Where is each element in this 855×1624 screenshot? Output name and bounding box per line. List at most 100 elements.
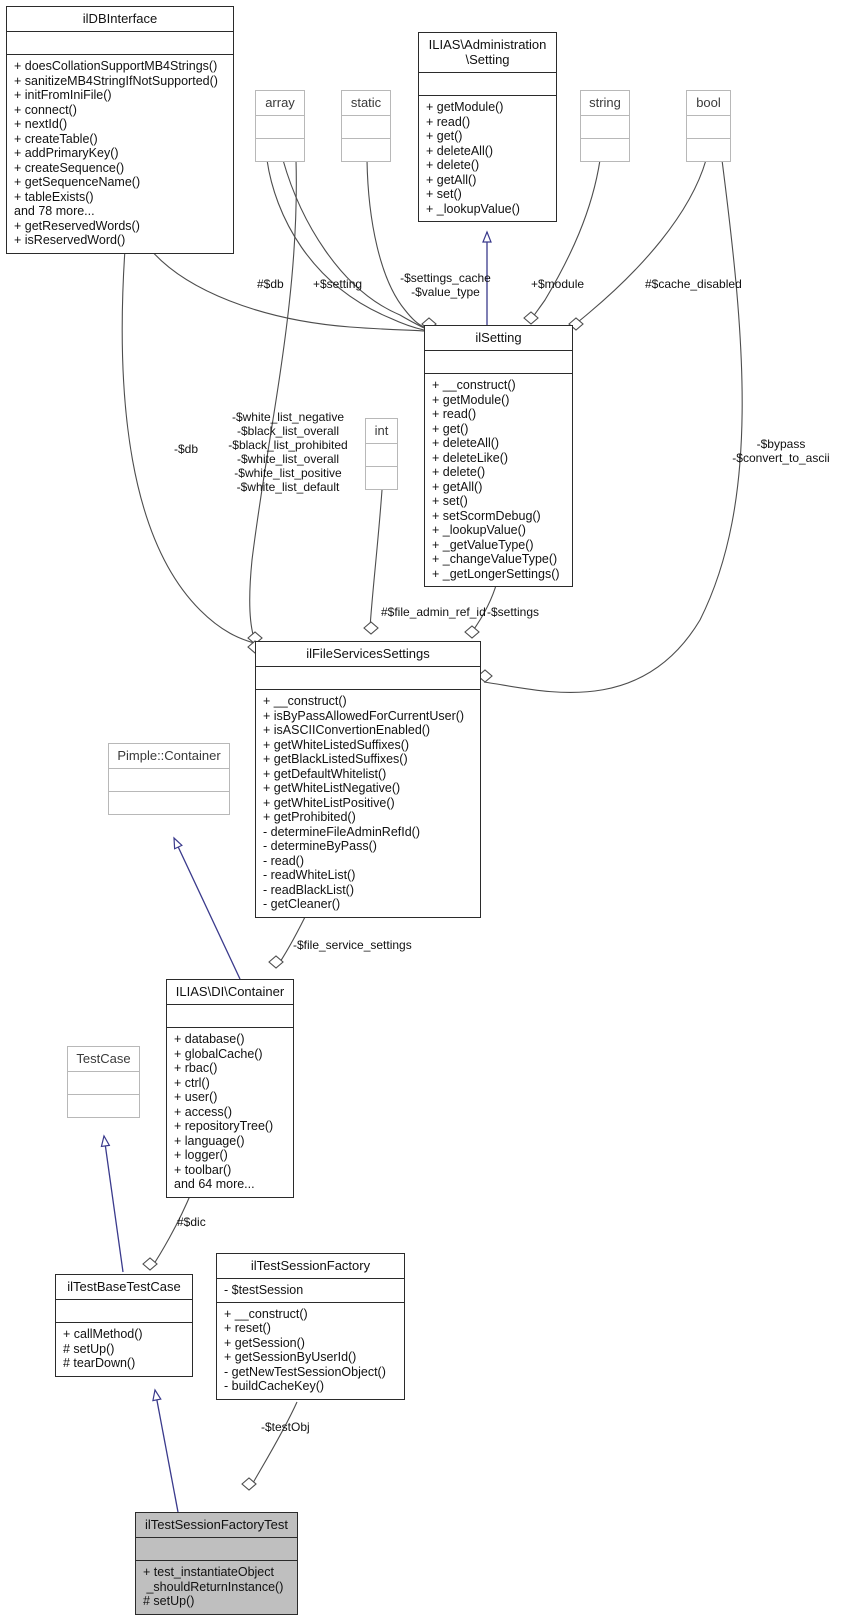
class-operations [342,139,390,161]
edge-dicontainer-basetestcase [149,1190,193,1271]
class-iltestbasetestcase[interactable]: ilTestBaseTestCase + callMethod() # setU… [55,1274,193,1377]
class-pimple-container[interactable]: Pimple::Container [108,743,230,815]
class-ilfileservicessettings[interactable]: ilFileServicesSettings + __construct() +… [255,641,481,918]
edge-iltestbasetestcase-extends-testcase [100,1134,124,1273]
diamond-ilsetting-module [523,311,539,325]
class-attributes [366,444,397,467]
op-row: + user() [174,1090,218,1104]
class-operations: + __construct() + getModule() + read() +… [425,374,572,586]
op-row: + rbac() [174,1061,218,1075]
edge-label-bypass-convert: -$bypass -$convert_to_ascii [732,437,830,465]
op-row: and 64 more... [174,1177,255,1191]
op-row: + delete() [426,158,480,172]
op-row: and 78 more... [14,204,95,218]
class-operations: + __construct() + reset() + getSession()… [217,1303,404,1399]
edge-label-test-obj: -$testObj [261,1420,310,1434]
diamond-basetestcase-dic [142,1257,158,1271]
edge-static-ilsetting [366,159,425,328]
op-row: # tearDown() [63,1356,136,1370]
op-row: + getSessionByUserId() [224,1350,357,1364]
edge-dicontainer-extends-pimple [173,836,241,980]
class-title: ilTestSessionFactoryTest [136,1513,297,1538]
edge-label-dic: #$dic [177,1215,206,1229]
class-title: ilSetting [425,326,572,351]
op-row: + _getLongerSettings() [432,566,560,581]
op-row: + isReservedWord() [14,233,126,247]
edge-array-filesettings [249,159,297,639]
op-row: + getDefaultWhitelist() [263,766,387,781]
op-row: + getAll() [426,172,477,187]
op-row: + setScormDebug() [432,508,541,523]
op-row: + __construct() [432,378,516,392]
class-attributes [56,1300,192,1323]
edge-label-setting: +$setting [313,277,363,291]
class-operations [581,139,629,161]
edge-label-db-hash: #$db [257,277,284,291]
op-row: + isASCIIConvertionEnabled() [263,723,431,737]
class-title: string [581,91,629,116]
op-row: + sanitizeMB4StringIfNotSupported() [14,73,218,88]
op-row: - determineByPass() [263,839,377,853]
class-string[interactable]: string [580,90,630,162]
op-row: + read() [426,114,471,129]
edge-label-cache-disabled: #$cache_disabled [645,277,742,291]
class-int[interactable]: int [365,418,398,490]
class-title: ILIAS\DI\Container [167,980,293,1005]
edge-label-db-private: -$db [174,442,199,456]
edge-label-settings-cache: -$settings_cache -$value_type [400,271,491,299]
class-attributes [342,116,390,139]
op-row: + getWhiteListNegative() [263,781,401,795]
op-row: + delete() [432,465,486,479]
op-row: + getModule() [432,392,510,407]
class-title: ILIAS\Administration \Setting [419,33,556,73]
op-row: + callMethod() [63,1327,143,1341]
class-attributes [136,1538,297,1561]
class-operations: + test_instantiateObject _shouldReturnIn… [136,1561,297,1614]
class-iltestsessionfactorytest[interactable]: ilTestSessionFactoryTest + test_instanti… [135,1512,298,1615]
edge-label-white-black-lists: -$white_list_negative -$black_list_overa… [228,410,348,494]
op-row: + connect() [14,102,77,117]
class-ilias-di-container[interactable]: ILIAS\DI\Container + database() + global… [166,979,294,1198]
op-row: + doesCollationSupportMB4Strings() [14,59,218,73]
class-iltestsessionfactory[interactable]: ilTestSessionFactory - $testSession + __… [216,1253,405,1400]
op-row: - readBlackList() [263,882,354,897]
class-ilias-administration-setting[interactable]: ILIAS\Administration \Setting + getModul… [418,32,557,222]
class-bool[interactable]: bool [686,90,731,162]
class-title: int [366,419,397,444]
class-attributes [419,73,556,96]
class-title: static [342,91,390,116]
class-operations: + getModule() + read() + get() + deleteA… [419,96,556,221]
class-array[interactable]: array [255,90,305,162]
op-row: + language() [174,1133,245,1148]
class-attributes [68,1072,139,1095]
class-operations [256,139,304,161]
op-row: + getBlackListedSuffixes() [263,752,408,766]
edge-bool-ilsetting [573,159,707,326]
op-row: - getNewTestSessionObject() [224,1364,386,1379]
class-title: bool [687,91,730,116]
class-operations [68,1095,139,1117]
op-row: + getAll() [432,479,483,494]
op-row: + getWhiteListPositive() [263,795,395,810]
class-operations [366,467,397,489]
class-operations [687,139,730,161]
op-row: + createSequence() [14,160,125,175]
class-ilsetting[interactable]: ilSetting + __construct() + getModule() … [424,325,573,587]
op-row: - readWhiteList() [263,868,356,882]
class-attributes [256,667,480,690]
op-row: + _changeValueType() [432,552,558,566]
op-row: + getWhiteListedSuffixes() [263,737,410,752]
class-operations: + doesCollationSupportMB4Strings() + san… [7,55,233,253]
op-row: + getModule() [426,100,504,114]
class-static[interactable]: static [341,90,391,162]
attr-row: - $testSession [224,1283,304,1297]
class-title: ilTestBaseTestCase [56,1275,192,1300]
op-row: + get() [426,129,463,143]
class-attributes [687,116,730,139]
op-row: + test_instantiateObject [143,1565,274,1579]
class-ildbinterface[interactable]: ilDBInterface + doesCollationSupportMB4S… [6,6,234,254]
class-testcase[interactable]: TestCase [67,1046,140,1118]
op-row: + toolbar() [174,1162,232,1177]
edge-test-extends-base [152,1388,179,1513]
